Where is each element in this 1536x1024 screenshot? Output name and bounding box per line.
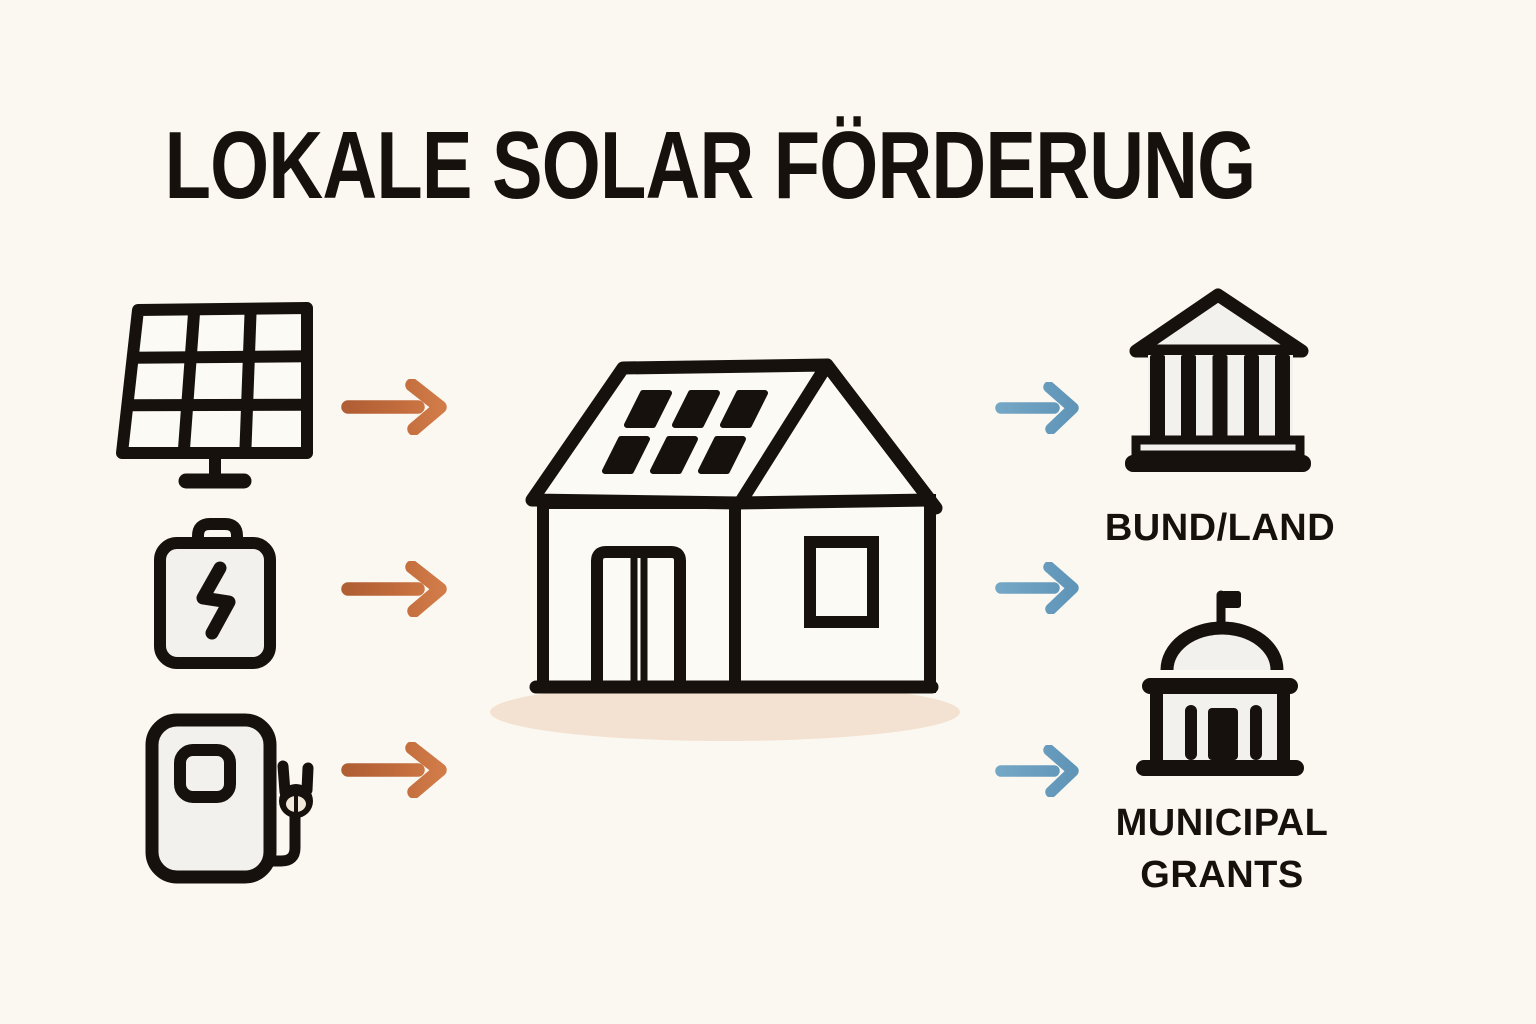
arrow-charger-to-house-icon [340, 742, 450, 798]
arrow-house-to-municipal-grants-icon [994, 745, 1080, 797]
arrow-solar-to-house-icon [340, 379, 450, 435]
municipal-grants-label-line2: GRANTS [1140, 854, 1304, 896]
municipal-grants-label-line1: MUNICIPAL [1115, 802, 1329, 844]
ground-shadow [490, 683, 960, 741]
government-building-icon [1118, 283, 1318, 478]
arrow-house-to-funding-icon [994, 562, 1080, 614]
arrow-house-to-bund-land-icon [994, 382, 1080, 434]
solar-house-icon [470, 335, 970, 755]
bund-land-label: BUND/LAND [1104, 507, 1336, 549]
arrow-battery-to-house-icon [340, 561, 450, 617]
solar-panel-icon [105, 293, 320, 493]
municipal-building-icon [1130, 581, 1310, 781]
ev-charger-icon [143, 700, 328, 895]
municipal-grants-label: MUNICIPAL GRANTS [1072, 797, 1372, 901]
battery-storage-icon [148, 506, 278, 671]
page-title: LOKALE SOLAR FÖRDERUNG [164, 112, 1256, 219]
